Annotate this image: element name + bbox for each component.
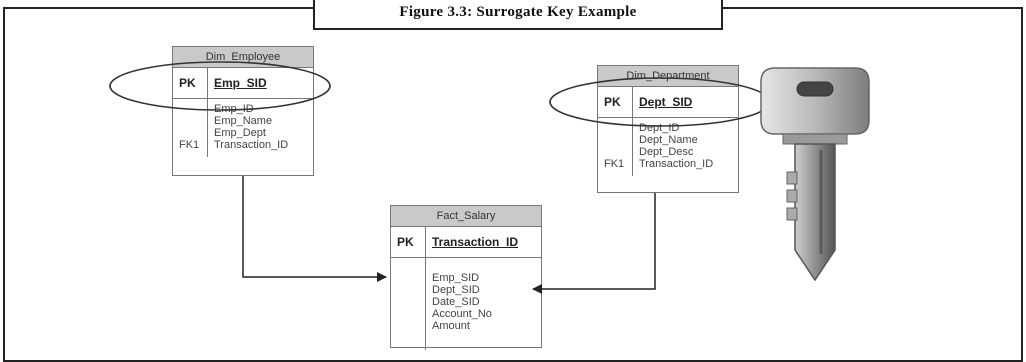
- field: Account_No: [432, 308, 492, 320]
- field: Emp_ID: [214, 103, 254, 115]
- pk-row: PK Dept_SID: [598, 87, 738, 118]
- field: Dept_Desc: [639, 146, 694, 158]
- table-body: Emp_SID Dept_SID Date_SID Account_No Amo…: [391, 258, 541, 350]
- fk-label: FK1: [604, 158, 625, 170]
- field: Date_SID: [432, 296, 480, 308]
- pk-field: Emp_SID: [207, 68, 313, 98]
- field: Transaction_ID: [639, 158, 714, 170]
- relationship-arrow-department: [532, 193, 656, 294]
- fk-label: FK1: [179, 139, 200, 151]
- field-list: Emp_ID Emp_Name Emp_Dept Transaction_ID: [207, 99, 313, 157]
- pk-label: PK: [179, 76, 196, 90]
- key-icon: [760, 67, 870, 282]
- pk-row: PK Transaction_ID: [391, 227, 541, 258]
- field: Transaction_ID: [214, 139, 289, 151]
- table-dim-department: Dim_Department PK Dept_SID FK1 Dept_ID D…: [597, 65, 739, 193]
- field: Dept_ID: [639, 122, 680, 134]
- relationship-arrow-employee: [242, 176, 387, 282]
- pk-field: Transaction_ID: [425, 227, 541, 257]
- field-list: Emp_SID Dept_SID Date_SID Account_No Amo…: [425, 258, 541, 350]
- field-list: Dept_ID Dept_Name Dept_Desc Transaction_…: [632, 118, 738, 176]
- figure-caption: Figure 3.3: Surrogate Key Example: [313, 0, 723, 30]
- table-body: FK1 Dept_ID Dept_Name Dept_Desc Transact…: [598, 118, 738, 176]
- pk-highlight-ellipse-employee: [109, 61, 331, 111]
- pk-label: PK: [604, 95, 621, 109]
- pk-row: PK Emp_SID: [173, 68, 313, 99]
- table-body: FK1 Emp_ID Emp_Name Emp_Dept Transaction…: [173, 99, 313, 157]
- fk-column: FK1: [598, 118, 632, 176]
- table-fact-salary: Fact_Salary PK Transaction_ID Emp_SID De…: [390, 205, 542, 350]
- field: Emp_Name: [214, 115, 273, 127]
- field: Dept_Name: [639, 134, 698, 146]
- pk-highlight-ellipse-department: [549, 77, 771, 127]
- field: Amount: [432, 320, 470, 332]
- pk-field: Dept_SID: [632, 87, 738, 117]
- pk-label: PK: [397, 235, 414, 249]
- table-title: Fact_Salary: [391, 206, 541, 227]
- field: Dept_SID: [432, 284, 480, 296]
- fk-column: FK1: [173, 99, 207, 157]
- field: Emp_SID: [432, 272, 480, 284]
- field: Emp_Dept: [214, 127, 266, 139]
